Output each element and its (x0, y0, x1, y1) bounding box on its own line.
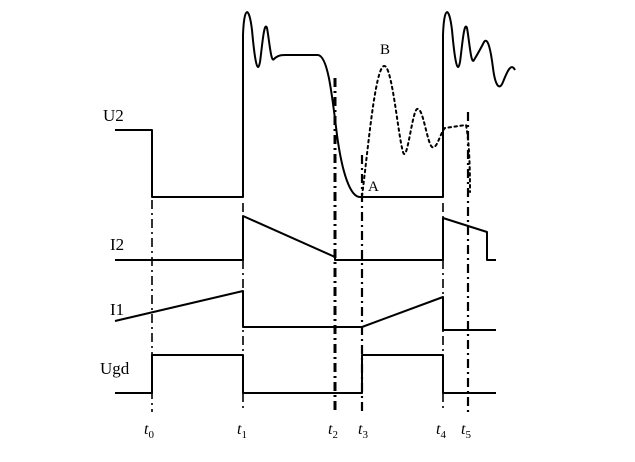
t4-label: t4 (436, 421, 446, 441)
t2-sub: 2 (332, 429, 338, 441)
t1-base: t (237, 421, 242, 438)
i2-waveform (115, 215, 496, 261)
point-a-label: A (368, 179, 379, 195)
t3-label: t3 (358, 421, 368, 441)
t2-base: t (328, 421, 333, 438)
t1-label: t1 (237, 421, 247, 441)
t0-sub: 0 (148, 429, 154, 441)
u2-label: U2 (103, 106, 124, 125)
u2-waveform (115, 11, 516, 198)
t3-sub: 3 (362, 429, 368, 441)
t5-sub: 5 (465, 429, 471, 441)
ugd-label: Ugd (100, 359, 130, 378)
i1-label: I1 (110, 300, 124, 319)
t0-base: t (144, 421, 149, 438)
t3-base: t (358, 421, 363, 438)
t5-label: t5 (461, 421, 471, 441)
i1-waveform (114, 290, 496, 331)
t5-base: t (461, 421, 466, 438)
t1-sub: 1 (241, 429, 247, 441)
t4-sub: 4 (440, 429, 446, 441)
t0-label: t0 (144, 421, 154, 441)
point-b-label: B (380, 42, 390, 58)
t2-label: t2 (328, 421, 338, 441)
i2-label: I2 (110, 235, 124, 254)
ugd-waveform (115, 354, 496, 394)
u2-dotted-oscillation (361, 64, 471, 197)
t4-base: t (436, 421, 441, 438)
